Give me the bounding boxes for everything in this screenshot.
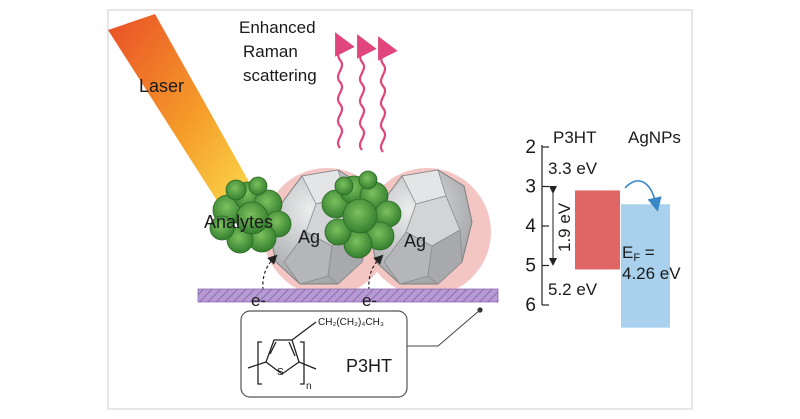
raman-label-line1: Enhanced <box>239 18 316 37</box>
p3ht-structure-box <box>240 310 408 398</box>
energy-tick-label: 6 <box>525 295 536 316</box>
sulfur-label: S <box>277 367 284 378</box>
agnps-energy-band <box>621 204 670 328</box>
energy-diagram: 2 3 4 5 6 P3HT AgNPs 3.3 eV 5.2 eV 1.9 eV EF… <box>525 128 681 328</box>
raman-label-line3: scattering <box>243 66 317 85</box>
analyte-cluster-left <box>209 176 292 254</box>
p3ht-header: P3HT <box>553 128 596 147</box>
laser-beam <box>108 14 262 218</box>
electron-arrow-left <box>262 254 278 291</box>
fermi-label-line1: EF = <box>622 243 655 264</box>
p3ht-energy-band <box>575 190 620 270</box>
analyte-cluster-right <box>321 170 402 259</box>
agnps-header: AgNPs <box>628 128 681 147</box>
electron-label-right: e- <box>362 291 377 310</box>
lumo-label: 3.3 eV <box>548 159 598 178</box>
electron-arrow-right <box>368 254 384 291</box>
thiophene-ring <box>247 321 317 385</box>
raman-arrow-3 <box>378 36 398 153</box>
repeat-n-label: n <box>306 381 312 392</box>
homo-label: 5.2 eV <box>548 280 598 299</box>
p3ht-substrate <box>197 288 499 303</box>
ag-particle-right <box>367 169 473 285</box>
energy-tick-label: 3 <box>525 177 536 198</box>
analytes-label: Analytes <box>204 212 273 232</box>
charge-transfer-arrow <box>624 180 662 212</box>
figure-frame <box>107 9 693 410</box>
raman-label-line2: Raman <box>243 42 298 61</box>
p3ht-structure-label: P3HT <box>346 356 392 376</box>
laser-label: Laser <box>139 76 184 96</box>
energy-tick-label: 2 <box>525 137 536 158</box>
energy-tick-label: 5 <box>525 256 536 277</box>
raman-arrow-2 <box>357 34 377 151</box>
ag-label-left: Ag <box>298 227 320 247</box>
raman-arrows <box>335 32 398 153</box>
ag-label-right: Ag <box>404 231 426 251</box>
raman-arrow-1 <box>335 32 355 149</box>
side-chain-label: CH₂(CH₂)₄CH₃ <box>318 317 384 328</box>
fermi-label-line2: 4.26 eV <box>622 264 681 283</box>
energy-axis-ticks: 2 3 4 5 6 <box>525 137 549 316</box>
bandgap-label: 1.9 eV <box>555 202 574 252</box>
electron-label-left: e- <box>251 291 266 310</box>
energy-tick-label: 4 <box>525 216 536 237</box>
